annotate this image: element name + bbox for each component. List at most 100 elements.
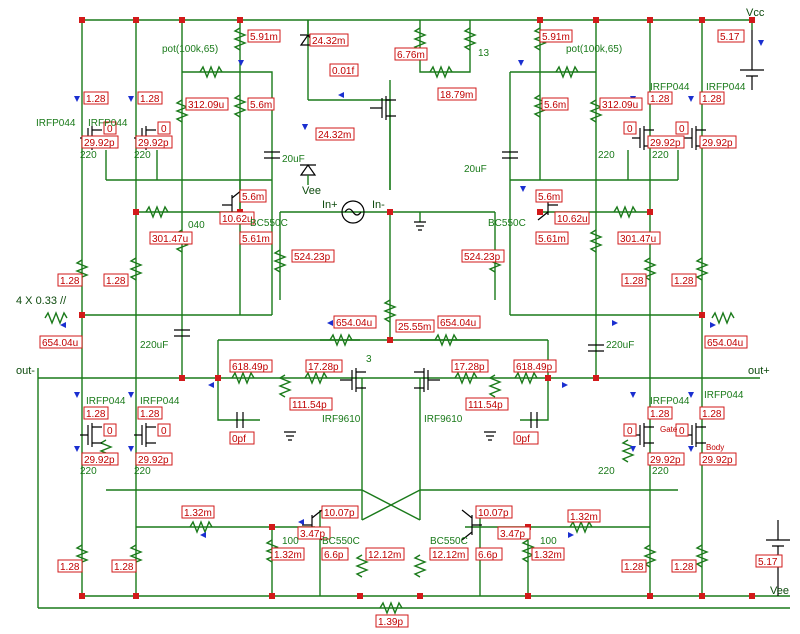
label-5.6m-ql bbox=[239, 189, 267, 203]
bjt-tl bbox=[222, 189, 243, 221]
resistors bbox=[44, 27, 735, 615]
label-0-a bbox=[103, 121, 117, 135]
label-111.54p-right bbox=[465, 397, 509, 411]
label-1.32m-d bbox=[531, 547, 565, 561]
cap-0pf-left bbox=[236, 412, 244, 428]
label-text: 1.28 bbox=[114, 562, 134, 573]
gate-res-label-7: 220 bbox=[598, 466, 615, 477]
label-text: 654.04u bbox=[336, 318, 372, 329]
label-654.04u-c bbox=[437, 315, 481, 329]
label-5.61m-right bbox=[535, 231, 569, 245]
num-13-label: 13 bbox=[478, 48, 490, 59]
mosfet-tr1 bbox=[632, 126, 654, 150]
label-29.92p-d bbox=[699, 135, 737, 149]
label-text: 1.28 bbox=[702, 409, 722, 420]
label-text: 1.28 bbox=[674, 562, 694, 573]
label-text: 29.92p bbox=[138, 455, 169, 466]
label-5.6m-left bbox=[247, 97, 275, 111]
label-text: 1.32m bbox=[570, 512, 598, 523]
ground-symbols bbox=[284, 221, 496, 441]
label-text: 25.55m bbox=[398, 322, 431, 333]
cap-20uF-right-label: 20uF bbox=[464, 164, 487, 175]
irfp044-label-bl1: IRFP044 bbox=[86, 396, 126, 407]
irfp044-label-br1: IRFP044 bbox=[650, 396, 690, 407]
label-1.39p bbox=[375, 614, 409, 628]
label-1.28-o bbox=[621, 559, 647, 573]
mosfet-tr2 bbox=[684, 126, 706, 150]
label-text: 29.92p bbox=[702, 455, 733, 466]
cap-0pf-right bbox=[530, 412, 538, 428]
label-text: 10.62u bbox=[222, 214, 253, 225]
label-text: 301.47u bbox=[620, 234, 656, 245]
label-text: 29.92p bbox=[84, 138, 115, 149]
irfp044-label-tr2: IRFP044 bbox=[706, 82, 746, 93]
label-524.23p-right bbox=[461, 249, 505, 263]
label-text: 1.28 bbox=[60, 276, 80, 287]
label-1.32m-b bbox=[567, 509, 601, 523]
label-654.04u-b bbox=[333, 315, 377, 329]
mosfet-vas-right bbox=[414, 368, 440, 392]
label-text: 24.32m bbox=[312, 36, 345, 47]
readout-labels: 5.91m 24.32m 6.76m 5.91m 5.17 0.01f 18.7… bbox=[39, 29, 783, 628]
bc550c-label-tr: BC550C bbox=[488, 218, 526, 229]
label-text: 29.92p bbox=[650, 455, 681, 466]
label-text: 6.6p bbox=[478, 550, 498, 561]
mosfet-bl2 bbox=[134, 423, 156, 447]
irfp044-label-bl2: IRFP044 bbox=[140, 396, 180, 407]
label-312.09u-right bbox=[599, 97, 643, 111]
label-text: 618.49p bbox=[232, 362, 269, 373]
label-5.91m-right bbox=[539, 29, 573, 43]
label-1.28-i bbox=[83, 406, 109, 420]
label-text: 5.91m bbox=[542, 32, 570, 43]
label-text: 10.07p bbox=[478, 508, 509, 519]
irfp044-label-tl2: IRFP044 bbox=[88, 118, 128, 129]
label-618.49p-right bbox=[513, 359, 557, 373]
label-29.92p-a bbox=[81, 135, 119, 149]
label-text: 1.28 bbox=[702, 94, 722, 105]
gate-res-label-1: 220 bbox=[80, 150, 97, 161]
gate-res-label-3: 220 bbox=[598, 150, 615, 161]
label-5.91m-left bbox=[247, 29, 281, 43]
wires bbox=[37, 19, 790, 609]
label-1.28-j bbox=[137, 406, 163, 420]
label-654.04u-d bbox=[704, 335, 748, 349]
cap-220uF-right bbox=[588, 344, 604, 352]
irf9610-label-left: IRF9610 bbox=[322, 414, 361, 425]
label-1.28-n bbox=[111, 559, 137, 573]
in-minus-label: In- bbox=[372, 199, 385, 211]
label-0-f bbox=[157, 423, 171, 437]
label-text: 29.92p bbox=[138, 138, 169, 149]
label-0-e bbox=[103, 423, 117, 437]
label-text: 29.92p bbox=[650, 138, 681, 149]
bc550c-label-tl: BC550C bbox=[250, 218, 288, 229]
label-3.47p-right bbox=[497, 526, 531, 540]
label-text: 1.28 bbox=[674, 276, 694, 287]
label-text: 1.28 bbox=[650, 409, 670, 420]
label-10.07p-left bbox=[321, 505, 359, 519]
label-1.28-g bbox=[621, 273, 647, 287]
label-text: 1.28 bbox=[140, 94, 160, 105]
label-text: 0 bbox=[679, 124, 685, 135]
junction-dots bbox=[79, 17, 755, 599]
label-text: 1.28 bbox=[106, 276, 126, 287]
label-10.62u-right bbox=[554, 211, 590, 225]
mosfet-br1 bbox=[632, 423, 654, 447]
label-text: 1.28 bbox=[624, 562, 644, 573]
label-18.79m bbox=[437, 87, 477, 101]
label-text: 111.54p bbox=[292, 400, 327, 411]
component-labels: Vcc Vee Vee pot(100k,65) pot(100k,65) IR… bbox=[16, 7, 789, 597]
label-10.07p-right bbox=[475, 505, 513, 519]
label-text: 1.28 bbox=[60, 562, 80, 573]
label-1.28-e bbox=[57, 273, 83, 287]
label-text: 12.12m bbox=[368, 550, 401, 561]
label-3.47p-left bbox=[297, 526, 331, 540]
label-301.47u-right bbox=[617, 231, 661, 245]
label-text: 1.28 bbox=[624, 276, 644, 287]
label-text: 1.28 bbox=[650, 94, 670, 105]
label-text: 5.6m bbox=[242, 192, 264, 203]
bc550c-label-br: BC550C bbox=[430, 536, 468, 547]
vcc-label: Vcc bbox=[746, 7, 765, 19]
label-text: 0 bbox=[107, 124, 113, 135]
label-text: 24.32m bbox=[318, 130, 351, 141]
label-text: 1.39p bbox=[378, 617, 403, 628]
